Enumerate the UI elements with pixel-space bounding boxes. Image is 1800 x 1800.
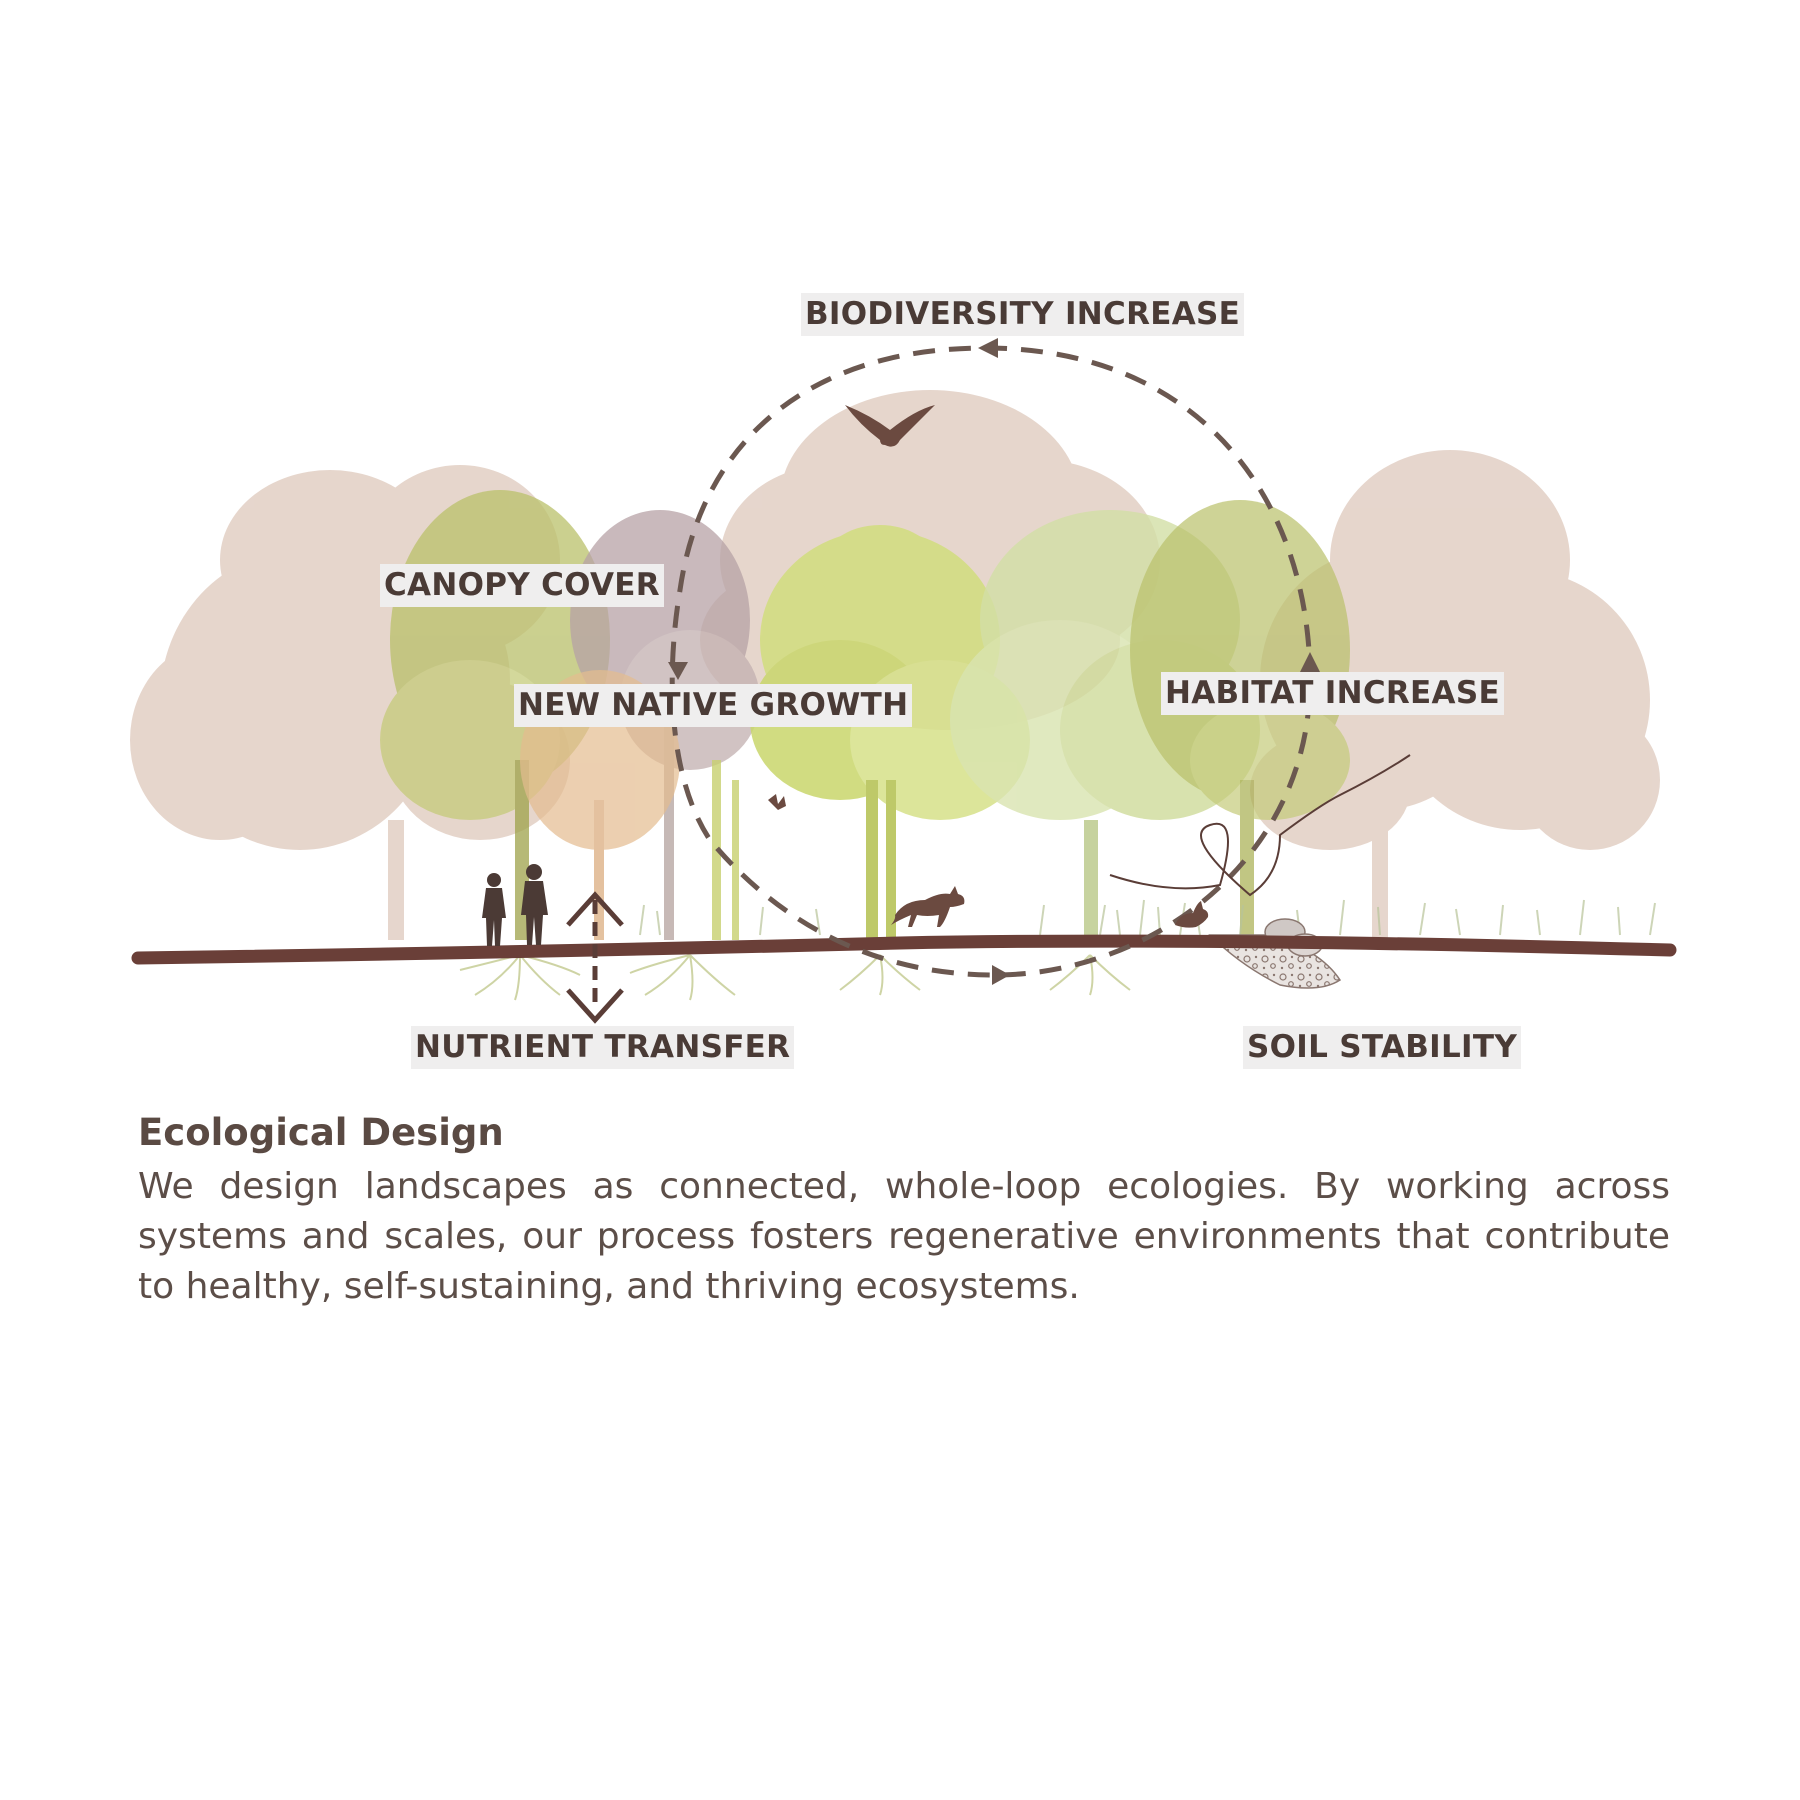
ground-line [138,941,1670,958]
tree-olive-right [1130,500,1350,940]
fox-icon [891,886,964,927]
grass [640,900,1655,935]
butterfly-icon [768,794,786,810]
label-biodiversity-increase: BIODIVERSITY INCREASE [801,293,1244,336]
caption-title: Ecological Design [138,1110,1670,1156]
roots [460,955,1130,1000]
label-new-native-growth: NEW NATIVE GROWTH [514,684,912,727]
label-soil-stability: SOIL STABILITY [1243,1026,1521,1069]
arrow-bottom-icon [992,965,1010,985]
soil-mound [1210,919,1340,988]
caption-block: Ecological Design We design landscapes a… [138,1110,1670,1312]
arrow-top-icon [978,338,998,358]
rabbit-icon [1175,901,1208,928]
label-nutrient-transfer: NUTRIENT TRANSFER [411,1026,794,1069]
caption-body: We design landscapes as connected, whole… [138,1162,1670,1312]
nutrient-arrow [568,895,622,1020]
label-habitat-increase: HABITAT INCREASE [1161,672,1504,715]
label-canopy-cover: CANOPY COVER [380,564,664,607]
